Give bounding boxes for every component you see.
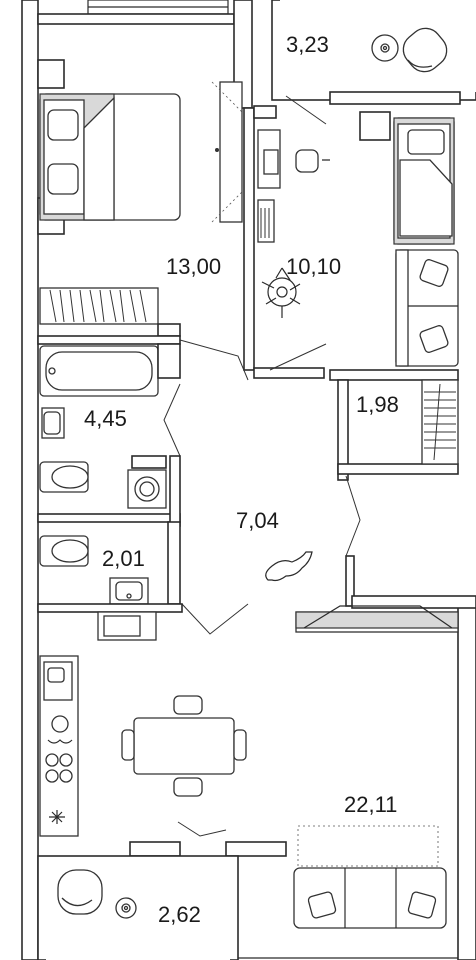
balcony-bottom: 2,62 xyxy=(37,855,239,960)
bathroom: 4,45 xyxy=(39,343,181,509)
toilet: 2,01 xyxy=(37,521,183,613)
hallway: 7,04 xyxy=(179,339,361,635)
bathroom-area: 4,45 xyxy=(84,406,127,431)
balcony-top xyxy=(271,0,476,125)
toilet-area: 2,01 xyxy=(102,546,145,571)
hallway-area: 7,04 xyxy=(236,508,279,533)
wall-bath-right xyxy=(169,455,181,527)
balcony-bottom-area: 2,62 xyxy=(158,902,201,927)
wall-bed2-bottom xyxy=(253,367,325,379)
living-kitchen: 22,11 xyxy=(39,595,476,929)
wall-bath-toilet xyxy=(37,513,181,523)
bedroom-master-area: 13,00 xyxy=(166,254,221,279)
wall-bath-top xyxy=(37,335,181,345)
bedroom-second: 10,10 xyxy=(253,105,459,367)
wardrobe: 1,98 xyxy=(337,379,459,481)
bedroom-second-area: 10,10 xyxy=(286,254,341,279)
balcony-top-area: 3,23 xyxy=(286,32,329,57)
bedroom-master: 13,00 xyxy=(37,59,243,337)
wall-wardrobe-top xyxy=(329,369,459,381)
living-kitchen-area: 22,11 xyxy=(344,792,397,817)
wall-bedrooms xyxy=(243,107,255,371)
wardrobe-area: 1,98 xyxy=(356,392,399,417)
